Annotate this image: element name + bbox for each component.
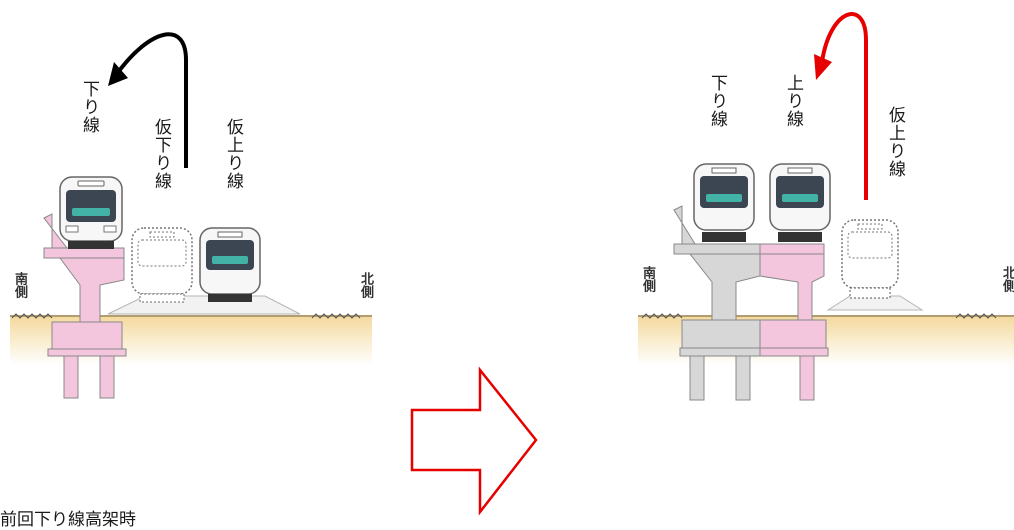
left-label-temp-up-line: 仮上り線 [223,118,243,190]
left-train-temp-down-line [131,227,193,303]
left-label-down-line: 下り線 [79,80,99,134]
right-train-down-line [693,163,755,242]
left-black-arrow [114,32,188,168]
left-label-north-side: 北側 [358,272,373,298]
right-train-up-line [769,163,831,242]
right-label-north-side: 北側 [1000,266,1014,292]
left-viaduct [43,213,127,399]
right-label-down-line: 下り線 [707,74,727,128]
diagram-canvas [10,12,1014,516]
left-label-south-side: 南側 [12,272,27,298]
left-ballast [107,295,301,315]
left-panel [10,32,372,399]
right-viaduct-pink [759,243,829,401]
left-arrowhead [108,62,128,86]
right-label-temp-up-line: 仮上り線 [885,106,905,178]
right-viaduct-gray [673,205,761,401]
left-train-temp-up-line [199,227,261,302]
right-train-temp-up-line [841,219,899,299]
right-panel [638,12,1014,401]
left-train-down-line [59,176,123,249]
right-label-south-side: 南側 [640,266,655,292]
transition-arrow [410,366,538,516]
right-arrowhead [814,54,832,80]
left-label-temp-down-line: 仮下り線 [151,118,171,190]
right-red-arrow [820,12,868,200]
right-label-up-line: 上り線 [783,74,803,128]
